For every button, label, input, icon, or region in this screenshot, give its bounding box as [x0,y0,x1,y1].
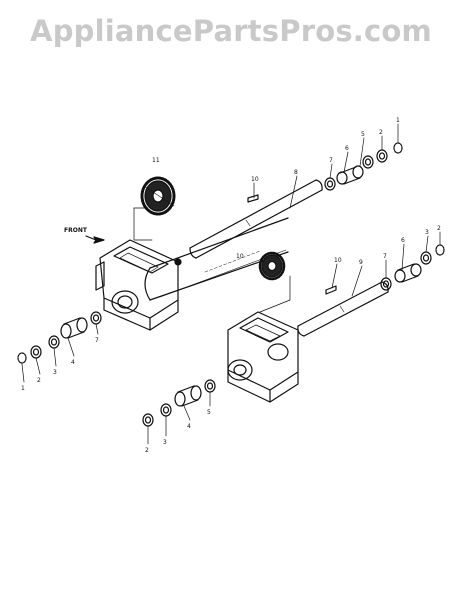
front-label: FRONT [64,227,88,234]
watermark-text: AppliancePartsPros.com [30,14,432,48]
callout-2-upper-right: 2 [379,129,383,136]
callout-7-left: 7 [95,337,99,344]
callout-10-upper-key: 10 [251,176,259,183]
callout-4-bottom: 4 [187,423,191,430]
callout-7-lower-right: 7 [383,253,387,260]
callout-4-left: 4 [71,359,75,366]
callout-6-lower-right: 6 [401,237,405,244]
lower-drive-gear [258,251,286,281]
callout-10-lower-gear: 10 [236,253,244,260]
callout-5-upper-right: 5 [361,131,365,138]
callout-9-lower-shaft: 9 [359,259,363,266]
callout-1-left: 1 [21,385,25,392]
callout-1-upper-right: 1 [396,117,400,124]
callout-7-upper-right: 7 [329,157,333,164]
front-arrow [85,235,105,244]
left-bearing-stack [17,311,102,364]
callout-3-lower-right: 3 [425,229,429,236]
callout-8-upper-shaft: 8 [294,169,298,176]
lower-shaft-key [325,285,337,295]
left-gear-housing [95,239,182,331]
callout-6-upper-right: 6 [345,145,349,152]
lower-axle-shaft [297,281,389,337]
leader-lines [21,123,441,445]
callout-2-lower-right: 2 [437,225,441,232]
lower-right-bearing-stack [380,244,445,291]
callout-10-lower-key: 10 [334,257,342,264]
upper-drive-gear [140,176,176,216]
callout-11-upper-gear: 11 [152,157,160,164]
bottom-bearing-stack [142,379,216,427]
upper-right-bearing-stack [324,142,403,191]
callout-3-left: 3 [53,369,57,376]
upper-shaft-key [247,194,259,203]
callout-3-bottom: 3 [163,439,167,446]
right-gear-housing [227,311,299,403]
callout-2-left: 2 [37,377,41,384]
callout-5-bottom: 5 [207,409,211,416]
callout-2-bottom: 2 [145,447,149,454]
upper-axle-shaft [189,179,323,259]
